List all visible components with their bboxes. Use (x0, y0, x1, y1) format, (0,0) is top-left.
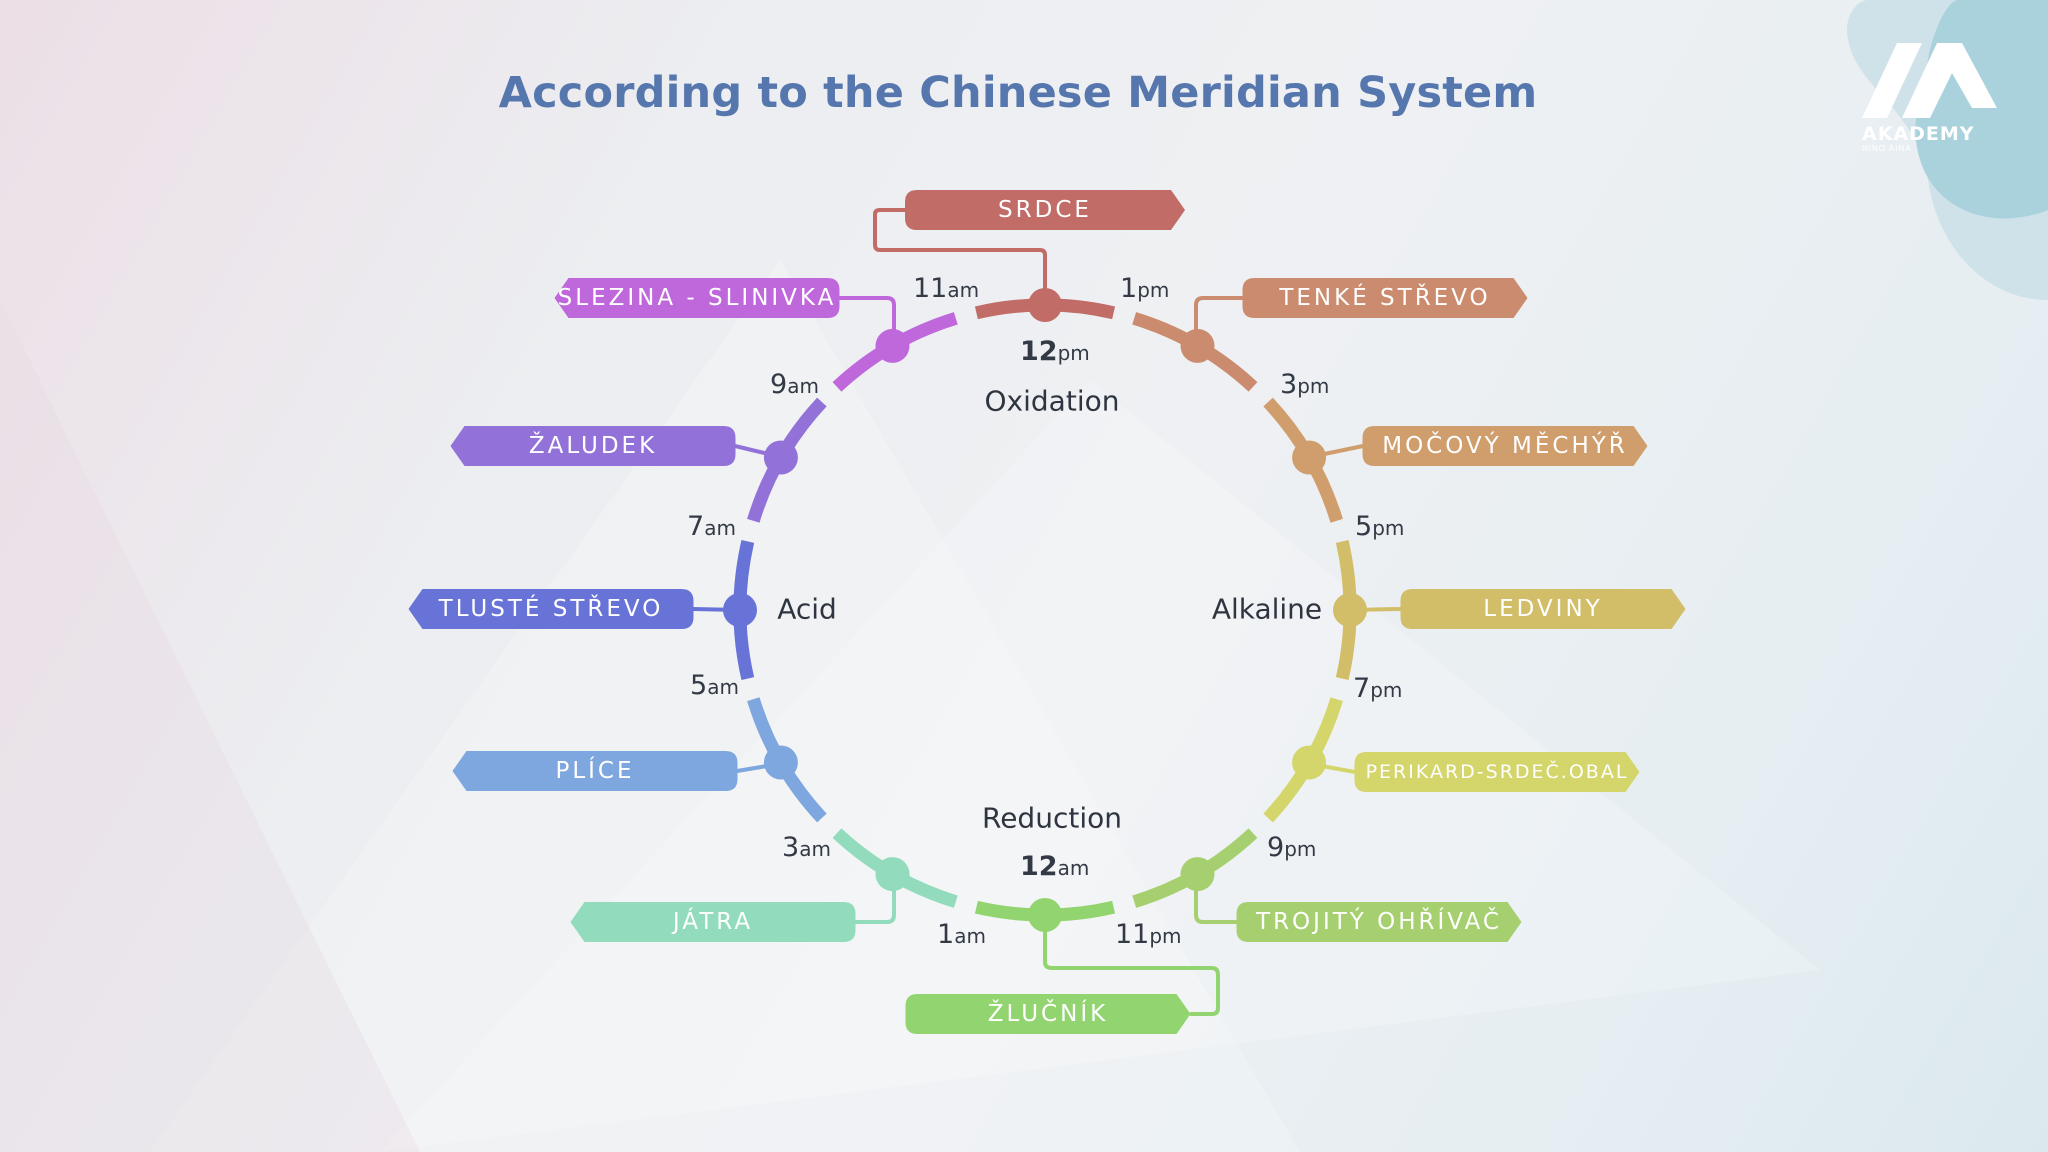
organ-node (1180, 328, 1215, 363)
organ-tag-shape (1400, 589, 1686, 629)
organ-node (763, 440, 798, 475)
hour-number: 9 (770, 369, 787, 400)
logo-mark-icon (1862, 43, 1997, 118)
hour-number: 1 (1120, 273, 1137, 304)
hour-suffix: am (704, 516, 736, 540)
hour-number: 7 (1353, 673, 1370, 704)
organ-node (1028, 898, 1062, 932)
hour-number: 9 (1267, 832, 1284, 863)
hour-labels: 12pm1pm3pm5pm7pm9pm11pm12am1am3am5am7am9… (687, 273, 1404, 950)
hour-suffix: pm (1372, 516, 1404, 540)
organ-node (1292, 745, 1327, 780)
hour-label-h5am: 5am (690, 670, 739, 701)
hour-suffix: pm (1149, 924, 1181, 948)
organ-tag-label: ŽLUČNÍK (988, 999, 1108, 1027)
organ-tag-shape (1354, 752, 1640, 792)
leader-line (1194, 296, 1243, 351)
hour-label-h1am: 1am (937, 919, 986, 950)
logo-subtitle: NINO AINA (1862, 144, 1912, 153)
organ-tag-label: PLÍCE (555, 756, 634, 784)
hour-number: 7 (687, 511, 704, 542)
organ-tag-label: ŽALUDEK (529, 431, 657, 459)
organ-tag-shape (1236, 902, 1522, 942)
organ-tag-label: LEDVINY (1483, 596, 1602, 622)
organ-tag-shape (905, 190, 1185, 230)
organ-tag-shape (905, 994, 1191, 1034)
hour-label-h11am: 11am (913, 273, 979, 304)
organ-tag-label: TLUSTÉ STŘEVO (438, 594, 664, 622)
hour-suffix: am (1058, 856, 1090, 880)
phase-label-alkaline: Alkaline (1212, 593, 1322, 626)
hour-label-h12pm: 12pm (1020, 336, 1090, 367)
phase-label-oxidation: Oxidation (985, 385, 1120, 418)
hour-suffix: pm (1137, 278, 1169, 302)
leader-line (839, 296, 896, 351)
hour-label-h3am: 3am (782, 832, 831, 863)
organ-tag-shape (1362, 426, 1648, 466)
hour-suffix: pm (1370, 678, 1402, 702)
logo-word: AKADEMY (1862, 123, 1975, 145)
hour-suffix: am (954, 924, 986, 948)
leader-line (1043, 915, 1220, 1016)
organ-tags: SRDCE TENKÉ STŘEVO MOČOVÝ MĚCHÝŘ LEDVINY PER… (408, 190, 1686, 1034)
hour-label-h3pm: 3pm (1280, 369, 1329, 400)
leader-line (855, 875, 896, 924)
hour-number: 3 (1280, 369, 1297, 400)
organ-node (875, 328, 910, 363)
hour-number: 5 (1355, 511, 1372, 542)
hour-suffix: am (947, 278, 979, 302)
organ-node (1292, 440, 1327, 475)
organ-node (723, 593, 757, 627)
hour-label-h9pm: 9pm (1267, 832, 1316, 863)
hour-number: 5 (690, 670, 707, 701)
hour-number: 1 (937, 919, 954, 950)
akademy-logo: AKADEMY NINO AINA (1852, 38, 2002, 153)
organ-node (1028, 288, 1062, 322)
organ-tag-label: TENKÉ STŘEVO (1278, 283, 1490, 311)
organ-node (875, 857, 910, 892)
page-title: According to the Chinese Meridian System (498, 68, 1538, 118)
organ-nodes (723, 288, 1367, 932)
hour-suffix: am (707, 675, 739, 699)
hour-label-h7pm: 7pm (1353, 673, 1402, 704)
organ-node (1180, 857, 1215, 892)
hour-suffix: pm (1297, 374, 1329, 398)
organ-tag-shape (570, 902, 856, 942)
hour-label-h7am: 7am (687, 511, 736, 542)
organ-tag-shape (450, 426, 736, 466)
organ-tag-label: TROJITÝ OHŘÍVAČ (1255, 907, 1502, 935)
leader-line (873, 208, 1047, 305)
hour-number: 3 (782, 832, 799, 863)
hour-suffix: pm (1058, 341, 1090, 365)
organ-tag-label: SRDCE (998, 197, 1092, 223)
organ-tag-label: SLEZINA - SLINIVKA (558, 285, 837, 311)
hour-label-h5pm: 5pm (1355, 511, 1404, 542)
hour-number: 11 (1115, 919, 1149, 950)
hour-number: 12 (1020, 851, 1058, 882)
phase-label-acid: Acid (777, 593, 837, 626)
hour-label-h11pm: 11pm (1115, 919, 1182, 950)
hour-label-h1pm: 1pm (1120, 273, 1169, 304)
hour-suffix: am (799, 837, 831, 861)
organ-tag-shape (452, 751, 738, 791)
organ-tag-label: MOČOVÝ MĚCHÝŘ (1382, 431, 1628, 459)
hour-label-h12am: 12am (1020, 851, 1089, 882)
organ-tag-shape (408, 589, 694, 629)
organ-tag-shape (554, 278, 840, 318)
hour-suffix: pm (1284, 837, 1316, 861)
organ-tag-label: PERIKARD-SRDEČ.OBAL (1366, 759, 1629, 783)
organ-tag-shape (1242, 278, 1528, 318)
leader-lines (692, 208, 1402, 1016)
leader-line (1194, 875, 1237, 924)
hour-number: 11 (913, 273, 947, 304)
organ-tag-label: JÁTRA (671, 907, 753, 935)
hour-label-h9am: 9am (770, 369, 819, 400)
organ-node (1333, 593, 1367, 627)
organ-node (763, 745, 798, 780)
hour-number: 12 (1020, 336, 1058, 367)
hour-suffix: am (787, 374, 819, 398)
phase-label-reduction: Reduction (982, 802, 1122, 835)
